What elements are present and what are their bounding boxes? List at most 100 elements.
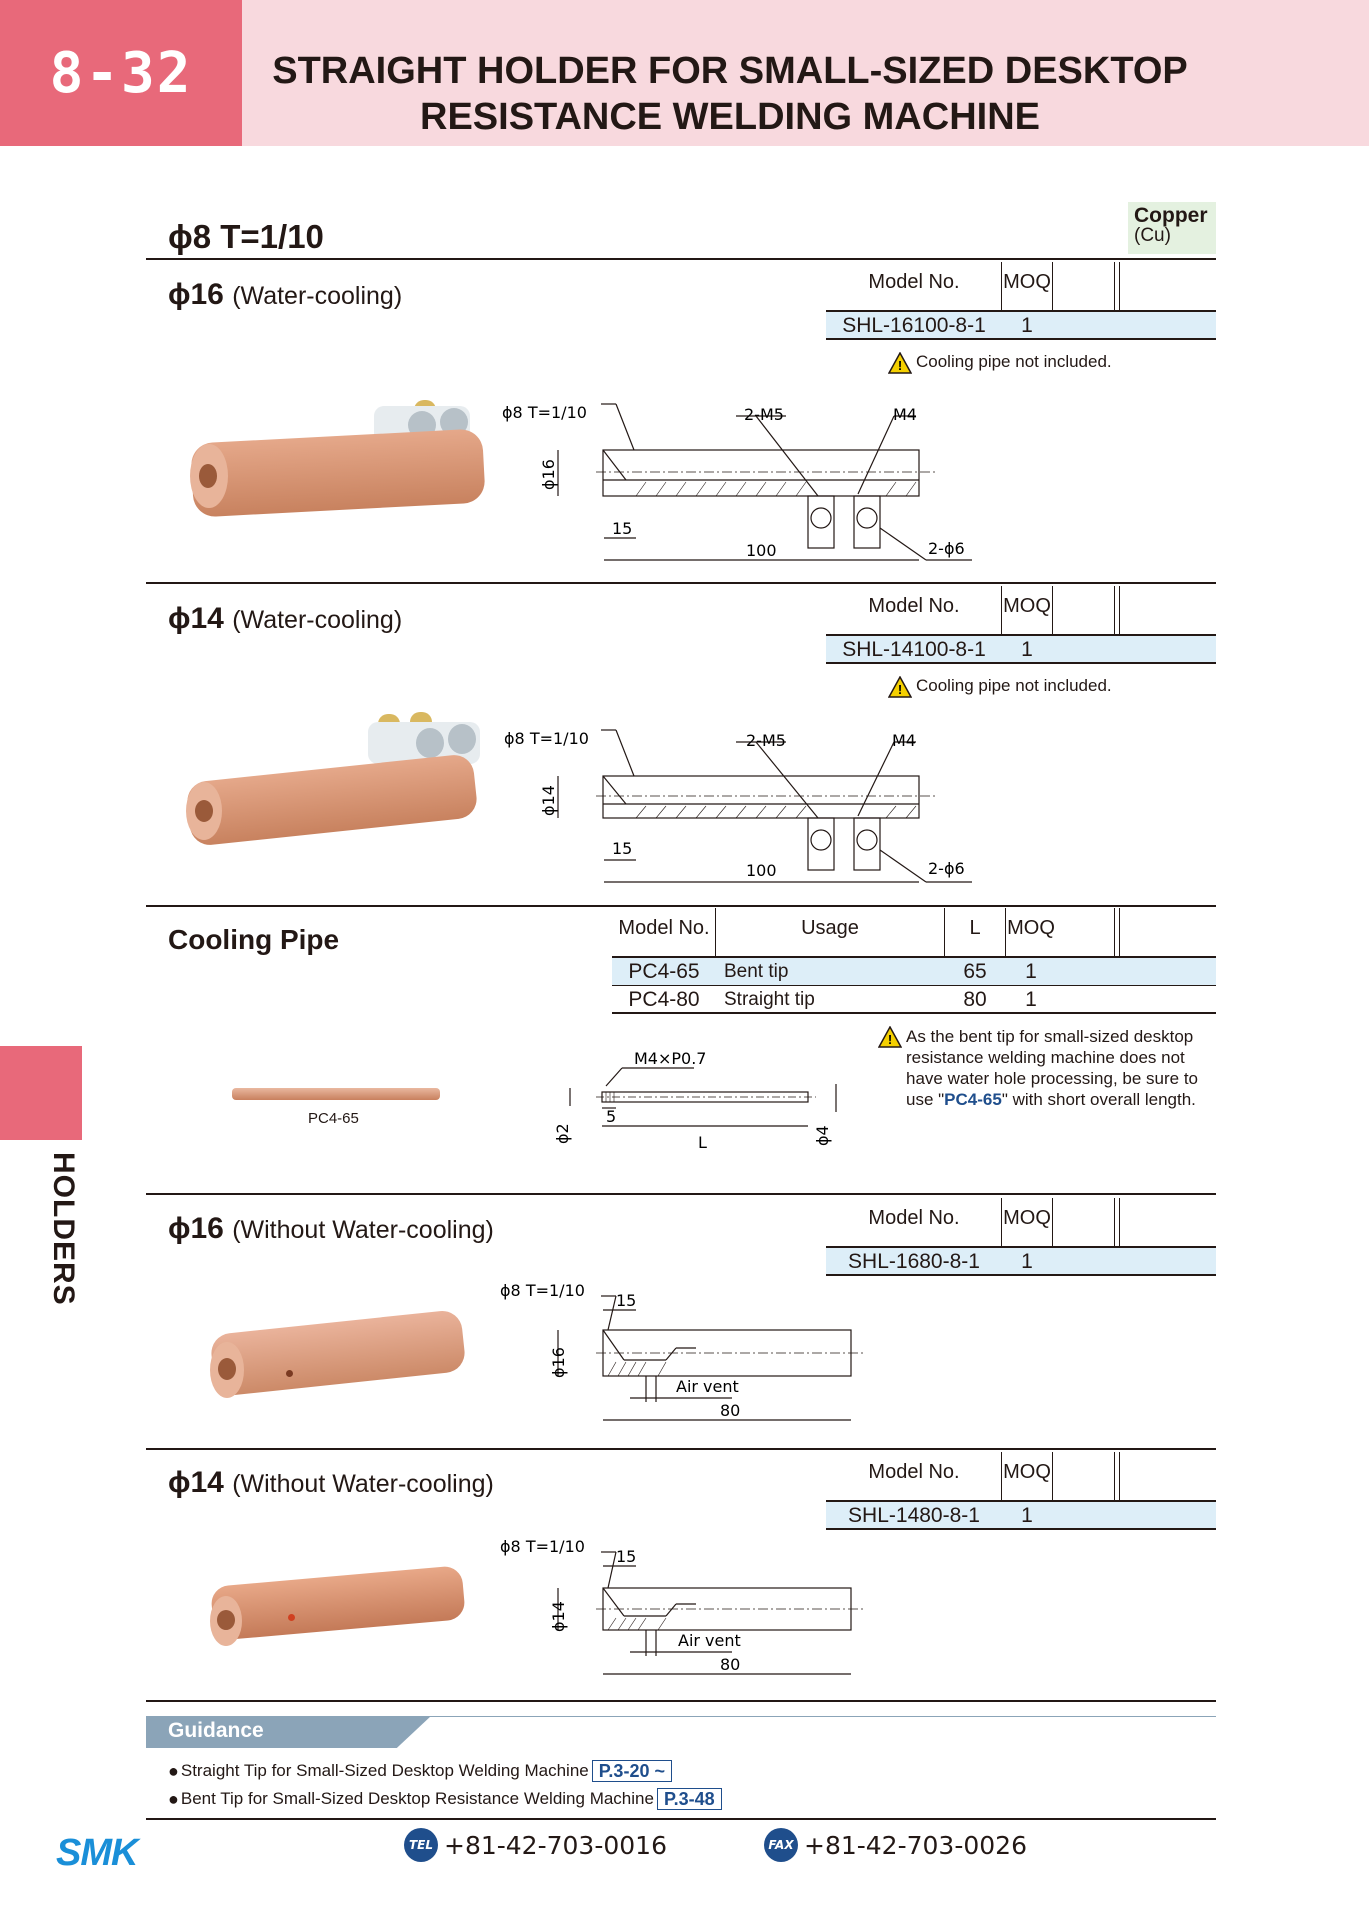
- bullet-icon: ●: [168, 1760, 179, 1781]
- dim-depth: 15: [616, 1291, 636, 1310]
- material-badge: Copper (Cu): [1128, 202, 1216, 254]
- bullet-icon: ●: [168, 1788, 179, 1809]
- tel-contact: TEL +81-42-703-0016: [404, 1828, 667, 1862]
- technical-drawing: ϕ8 T=1/10 2-M5 M4 15 100 2-ϕ6 ϕ14: [504, 729, 972, 883]
- moq-value: 1: [1021, 1250, 1033, 1273]
- model-no-header: Model No.: [868, 594, 960, 617]
- divider: [146, 905, 1216, 907]
- dim-holes: 2-M5: [746, 731, 786, 750]
- product-photo: [180, 710, 486, 850]
- svg-text:!: !: [888, 1032, 892, 1047]
- section-subtitle: (Water-cooling): [232, 606, 403, 634]
- moq-value: 1: [1025, 960, 1037, 983]
- dim-tip: ϕ8 T=1/10: [504, 729, 589, 748]
- divider: [146, 258, 1216, 260]
- cooling-note: ! Cooling pipe not included.: [888, 676, 1112, 698]
- dim-holes: 2-M5: [744, 405, 784, 424]
- table-row: SHL-14100-8-1 1: [826, 636, 1216, 664]
- divider: [146, 1700, 1216, 1702]
- section-title: ϕ14 (Without Water-cooling): [168, 1466, 494, 1500]
- note-text: Cooling pipe not included.: [916, 676, 1112, 695]
- dim-vent: Air vent: [676, 1377, 739, 1396]
- section-title: ϕ16 (Without Water-cooling): [168, 1212, 494, 1246]
- cooling-pipe-photo: [232, 1088, 440, 1100]
- section-diameter: ϕ16: [168, 278, 224, 311]
- length-value: 65: [963, 960, 987, 983]
- model-number: SHL-1680-8-1: [848, 1250, 980, 1273]
- warning-icon: !: [888, 676, 912, 698]
- dim-length: 80: [720, 1401, 740, 1420]
- warning-icon: !: [878, 1026, 902, 1048]
- fax-number: +81-42-703-0026: [804, 1830, 1027, 1860]
- divider: [146, 582, 1216, 584]
- dim-depth: 15: [612, 839, 632, 858]
- moq-value: 1: [1021, 314, 1033, 337]
- title-line-1: STRAIGHT HOLDER FOR SMALL-SIZED DESKTOP: [272, 50, 1188, 92]
- table-row: SHL-1680-8-1 1: [826, 1248, 1216, 1276]
- dim-tip: ϕ8 T=1/10: [500, 1538, 585, 1556]
- section-subtitle: (Without Water-cooling): [232, 1470, 494, 1498]
- note-text: Cooling pipe not included.: [916, 352, 1112, 371]
- usage-value: Bent tip: [724, 961, 789, 982]
- cooling-note: ! Cooling pipe not included.: [888, 352, 1112, 374]
- side-tab-label: HOLDERS: [47, 1152, 80, 1306]
- usage-value: Straight tip: [724, 989, 815, 1010]
- dim-inner: ϕ2: [553, 1123, 572, 1144]
- material-name: Copper: [1134, 204, 1208, 227]
- guidance-item: ● Straight Tip for Small-Sized Desktop W…: [168, 1760, 672, 1782]
- model-number: PC4-65: [628, 960, 700, 983]
- dim-pipes: 2-ϕ6: [928, 859, 965, 878]
- guidance-rule: [146, 1716, 1216, 1717]
- svg-text:!: !: [898, 358, 902, 373]
- dim-depth: 5: [606, 1107, 616, 1126]
- dim-length: 100: [746, 541, 777, 560]
- length-value: 80: [963, 988, 987, 1011]
- dim-diameter: ϕ16: [549, 1347, 568, 1378]
- section-subtitle: (Water-cooling): [232, 282, 403, 310]
- model-number: SHL-16100-8-1: [842, 314, 986, 337]
- section-diameter: ϕ14: [168, 602, 224, 635]
- dim-thread: M4: [893, 405, 917, 424]
- dim-tip: ϕ8 T=1/10: [500, 1282, 585, 1300]
- technical-drawing: ϕ8 T=1/10 2-M5 M4 15 100 2-ϕ6 ϕ16: [502, 403, 972, 561]
- note-model-link: PC4-65: [944, 1090, 1002, 1109]
- cooling-pipe-table: Model No. Usage L MOQ PC4-65 Bent tip 65…: [612, 908, 1216, 1014]
- page-reference-link[interactable]: P.3-48: [656, 1788, 722, 1810]
- phone-icon: TEL: [404, 1828, 438, 1862]
- model-number: SHL-14100-8-1: [842, 638, 986, 661]
- section-diameter: ϕ16: [168, 1212, 224, 1245]
- dim-diameter: ϕ14: [549, 1601, 568, 1632]
- fax-contact: FAX +81-42-703-0026: [764, 1828, 1027, 1862]
- fax-icon: FAX: [764, 1828, 798, 1862]
- dim-outer: ϕ4: [813, 1125, 832, 1146]
- usage-header: Usage: [801, 916, 859, 939]
- main-heading: ϕ8 T=1/10: [168, 218, 324, 255]
- section-diameter: ϕ14: [168, 1466, 224, 1499]
- material-symbol: (Cu): [1134, 225, 1171, 246]
- svg-text:!: !: [898, 682, 902, 697]
- dim-diameter: ϕ16: [539, 459, 558, 490]
- guidance-item: ● Bent Tip for Small-Sized Desktop Resis…: [168, 1788, 722, 1810]
- product-photo: [206, 1562, 466, 1658]
- note-text: As the bent tip for small-sized desktop …: [906, 1027, 1199, 1109]
- product-photo: [206, 1308, 467, 1410]
- moq-value: 1: [1021, 1504, 1033, 1527]
- section-subtitle: (Without Water-cooling): [232, 1216, 494, 1244]
- dim-thread: M4: [892, 731, 916, 750]
- model-number: PC4-80: [628, 988, 700, 1011]
- cooling-pipe-drawing: M4×P0.7 5 L ϕ2 ϕ4: [553, 1049, 837, 1152]
- page-reference-link[interactable]: P.3-20 ~: [591, 1760, 672, 1782]
- divider: [146, 1193, 1216, 1195]
- model-no-header: Model No.: [868, 1206, 960, 1229]
- model-no-header: Model No.: [618, 916, 710, 939]
- moq-value: 1: [1025, 988, 1037, 1011]
- table-row: SHL-16100-8-1 1: [826, 312, 1216, 340]
- model-number: SHL-1480-8-1: [848, 1504, 980, 1527]
- guidance-title: Guidance: [146, 1716, 431, 1748]
- tel-number: +81-42-703-0016: [444, 1830, 667, 1860]
- table-row: PC4-80 Straight tip 80 1: [612, 986, 1216, 1014]
- dim-vent: Air vent: [678, 1631, 741, 1650]
- divider: [146, 1448, 1216, 1450]
- guidance-text: Straight Tip for Small-Sized Desktop Wel…: [180, 1761, 589, 1780]
- table-row: SHL-1480-8-1 1: [826, 1502, 1216, 1530]
